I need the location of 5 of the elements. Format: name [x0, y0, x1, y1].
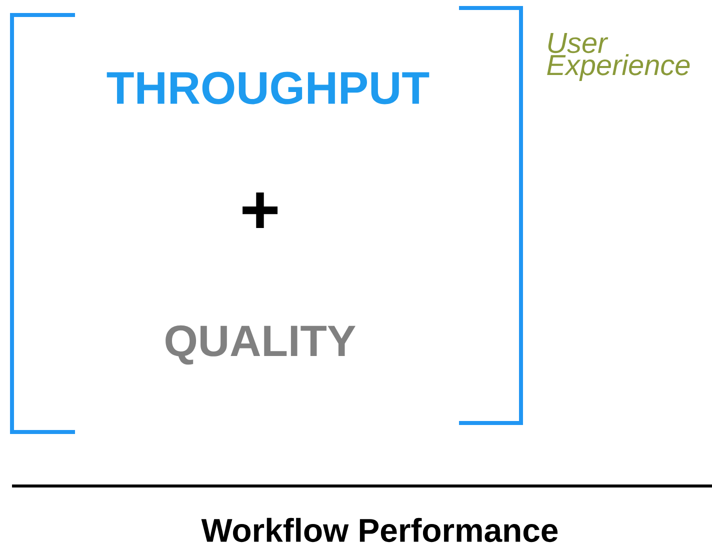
heading-text: QUALITY — [166, 325, 356, 365]
side-note: User Experience — [547, 32, 690, 82]
caption: Workflow Performance — [201, 518, 558, 542]
plus-sign: + — [242, 192, 278, 228]
heading-text: THROUGHPUT — [106, 72, 430, 104]
